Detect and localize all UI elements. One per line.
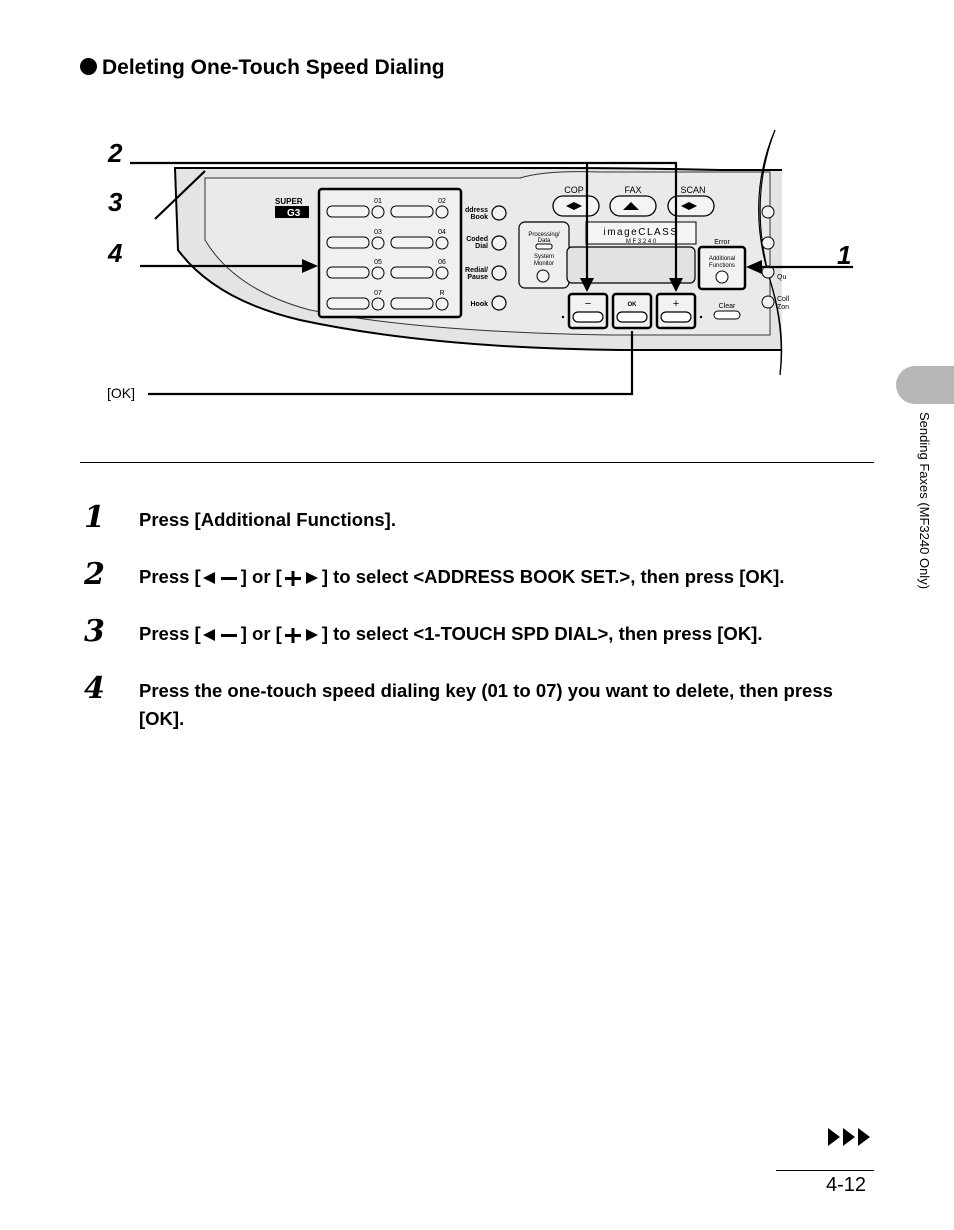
plus-key-label: + [673,298,679,310]
key-label-07: 07 [374,290,382,297]
coded-dial-label-1: Coded [466,236,488,243]
scan-label: SCAN [680,185,705,195]
control-panel-figure: SUPER G3 01 02 03 04 05 06 07 R ddress B… [107,129,853,401]
step-3-pre: Press [ [139,623,201,644]
step-2-post: ] to select <ADDRESS BOOK SET.>, then pr… [321,566,785,587]
address-book-label-2: Book [471,214,489,221]
step-3-post: ] to select <1-TOUCH SPD DIAL>, then pre… [321,623,763,644]
clear-button [713,310,741,320]
one-touch-keys-area [317,187,463,319]
additional-functions-button [715,270,729,284]
coded-dial-label-2: Dial [475,243,488,250]
callout-3: 3 [108,187,123,217]
hook-button [491,295,507,311]
super-logo: SUPER [275,197,303,206]
bullet-icon [80,58,97,75]
key-label-01: 01 [374,198,382,205]
edge-label-qu: Qu [777,274,786,281]
callout-arrow-2-right [669,278,683,292]
key-label-06: 06 [438,259,446,266]
section-heading: Deleting One-Touch Speed Dialing [80,56,445,80]
page-number-rule [776,1170,874,1171]
callout-arrow-4 [302,259,318,273]
fax-label: FAX [624,185,641,195]
plus-right-key-icon [284,571,318,587]
mode-icons [566,202,697,210]
chapter-tab [896,366,954,404]
callout-arrow-2-left [580,278,594,292]
step-number-4: 4 [84,671,105,706]
key-label-03: 03 [374,229,382,236]
step-2-mid: ] or [ [240,566,282,587]
callout-arrow-1 [746,260,762,274]
address-book-button [491,205,507,221]
processing-label-1: Processing/ [528,232,560,238]
redial-label-2: Pause [467,274,488,281]
plus-right-key-icon [284,628,318,644]
ok-callout-label: [OK] [107,385,135,401]
plus-key [660,311,692,323]
step-text-3: Press [ ] or [ ] to select <1-TOUCH SPD DI… [139,620,869,648]
key-label-05: 05 [374,259,382,266]
step-text-2: Press [ ] or [ ] to select <ADDRESS BOOK S… [139,563,869,591]
system-monitor-label-1: System [534,254,554,260]
system-monitor-button [536,269,550,283]
continue-arrows-icon [828,1128,870,1146]
hook-label: Hook [471,301,489,308]
left-minus-key-icon [202,572,237,585]
left-minus-key-icon [202,629,237,642]
section-heading-text: Deleting One-Touch Speed Dialing [102,56,445,79]
processing-label-2: Data [538,238,551,244]
redial-pause-button [491,265,507,281]
minus-key-label: − [585,298,591,310]
edge-label-coll: Coll [777,296,790,303]
step-number-2: 2 [84,557,105,592]
brand-label: imageCLASS [603,227,678,238]
key-label-02: 02 [438,198,446,205]
g3-logo-icon [275,206,309,218]
section-divider [80,462,874,463]
step-2-pre: Press [ [139,566,201,587]
additional-label-2: Functions [709,263,735,269]
ok-key-highlight [611,292,653,330]
minus-key [572,311,604,323]
additional-functions-button-highlight [697,245,747,291]
lcd-display [566,246,696,284]
step-text-4: Press the one-touch speed dialing key (0… [139,680,833,729]
error-label: Error [714,239,730,246]
callout-4: 4 [107,238,123,268]
step-3-mid: ] or [ [240,623,282,644]
step-number-3: 3 [84,614,105,649]
callout-1: 1 [837,240,851,270]
step-number-1: 1 [84,500,105,535]
ok-key-label: OK [628,302,638,308]
address-book-label-1: ddress [465,207,488,214]
system-monitor-label-2: Monitor [534,261,554,267]
edge-label-zone: Zon [777,304,789,311]
clear-label: Clear [719,303,736,310]
additional-label-1: Additional [709,256,735,262]
ok-key [616,311,648,323]
coded-dial-button [491,235,507,251]
step-text-1: Press [Additional Functions]. [139,509,396,530]
g3-logo-text: G3 [287,208,301,219]
page-number: 4-12 [826,1174,867,1196]
callout-2: 2 [107,138,123,168]
key-label-r: R [439,290,444,297]
chapter-side-label: Sending Faxes (MF3240 Only) [917,412,932,590]
model-label: M F 3 2 4 0 [626,239,657,245]
one-touch-speed-keys [326,205,449,311]
key-label-04: 04 [438,229,446,236]
redial-label-1: Redial/ [465,267,488,274]
copy-label: COP [564,185,584,195]
